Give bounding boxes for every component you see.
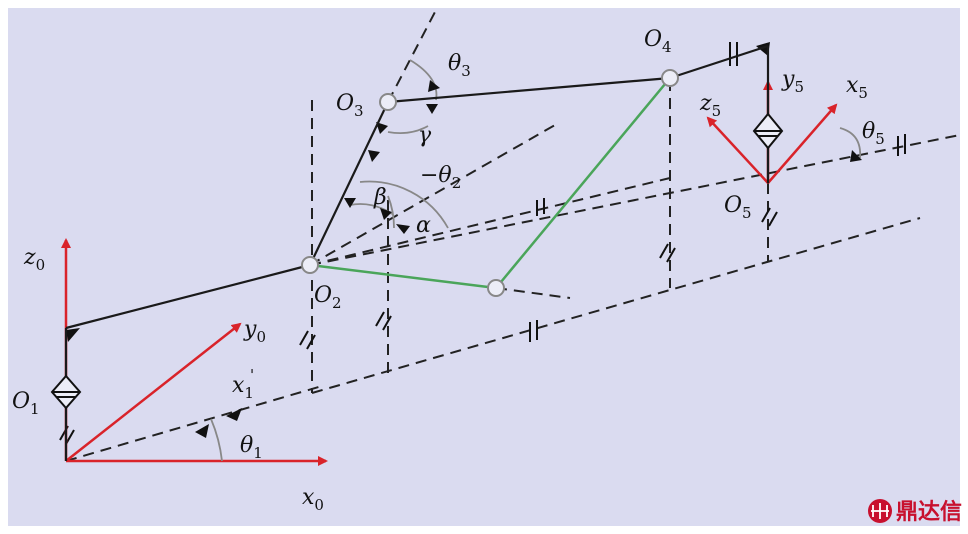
- arrowhead-x1p: [226, 408, 242, 421]
- link-o4-to-top: [669, 44, 769, 80]
- label-x0: x0: [302, 485, 324, 514]
- arc-gamma: [387, 125, 429, 135]
- label-theta5: θ5: [862, 119, 885, 148]
- arrowhead-theta1: [195, 424, 209, 438]
- label-theta1: θ1: [240, 433, 263, 462]
- label-o3: O3: [336, 91, 364, 120]
- axis-x5-arrow: [767, 103, 838, 184]
- arrowhead-gamma: [376, 122, 388, 134]
- prismatic-joint-o5: [752, 112, 784, 150]
- labels: O1 O2 O3 O4 O5 x0 y0 z0 x1' x5 y5 z5 θ1 …: [12, 27, 885, 514]
- label-x1-prime: x1': [232, 366, 254, 402]
- label-o5: O5: [724, 193, 752, 222]
- arc-alpha: [387, 195, 395, 229]
- arrowhead-theta3-top: [428, 80, 440, 92]
- arrowhead-theta2: [368, 150, 380, 162]
- parallel-mark-top: [729, 42, 738, 66]
- label-theta3: θ3: [448, 51, 471, 80]
- tick-mark-o2: [299, 330, 316, 350]
- arrowhead-z0-link: [66, 328, 80, 342]
- arrowhead-beta-top: [344, 198, 356, 208]
- arrowhead-beta-bottom: [380, 208, 392, 220]
- joint-o4: [661, 69, 679, 87]
- dingdaxin-logo-icon: [868, 499, 892, 523]
- parallel-mark-ground: [529, 320, 538, 342]
- prismatic-joint-o1: [50, 374, 82, 410]
- arrowhead-alpha: [396, 224, 410, 234]
- joint-o3: [379, 93, 397, 111]
- label-beta: β: [373, 185, 387, 210]
- arc-theta5: [839, 127, 862, 159]
- label-neg-theta2: −θ2: [420, 163, 461, 192]
- label-z5: z5: [699, 91, 721, 120]
- robot-links: [64, 44, 770, 461]
- diagram-background: [8, 8, 960, 526]
- tick-mark-o4: [659, 243, 676, 263]
- parallel-mark-end: [897, 134, 906, 156]
- watermark-text: 鼎达信: [896, 499, 962, 525]
- green-link-mid-to-o4: [495, 77, 671, 289]
- dashed-line-theta1-ray: [65, 385, 323, 462]
- dashed-construction-lines: [65, 11, 961, 462]
- link-o3-to-o4: [387, 76, 671, 104]
- green-linkage: [309, 77, 671, 290]
- green-link-o2-to-mid: [309, 263, 497, 290]
- watermark: 鼎达信: [868, 499, 962, 525]
- tick-mark-o3: [375, 311, 392, 331]
- arc-neg-theta2: [359, 180, 449, 229]
- label-y5: y5: [781, 67, 804, 96]
- label-y0: y0: [243, 317, 266, 346]
- label-z0: z0: [23, 245, 45, 274]
- dashed-line-ground-far: [311, 217, 921, 394]
- link-base-to-o2: [65, 263, 311, 330]
- link-o2-to-o3: [309, 101, 389, 266]
- dashed-line-green-tail: [495, 287, 571, 299]
- label-x5: x5: [846, 73, 868, 102]
- dashed-line-o2-theta2-ray: [309, 124, 556, 266]
- label-o4: O4: [644, 27, 672, 56]
- parallel-mark-link: [536, 198, 545, 216]
- arc-theta3: [409, 59, 438, 101]
- axis-y0-arrow: [65, 322, 242, 462]
- label-o2: O2: [314, 283, 342, 312]
- arrowhead-theta3-bottom: [426, 104, 438, 114]
- label-o1: O1: [12, 389, 40, 418]
- joint-circles: [301, 69, 679, 297]
- dashed-line-o2-alpha-ray: [309, 134, 961, 266]
- arc-theta1: [210, 418, 223, 462]
- joint-green-mid: [487, 279, 505, 297]
- axis-z5-arrow: [706, 116, 769, 184]
- tick-mark-o5: [761, 207, 778, 227]
- label-alpha: α: [416, 213, 431, 238]
- arrowhead-theta5: [850, 150, 862, 162]
- joint-o2: [301, 256, 319, 274]
- parallel-marks: [59, 42, 906, 445]
- label-gamma: γ: [418, 123, 432, 148]
- dashed-line-o2-extension: [309, 177, 671, 266]
